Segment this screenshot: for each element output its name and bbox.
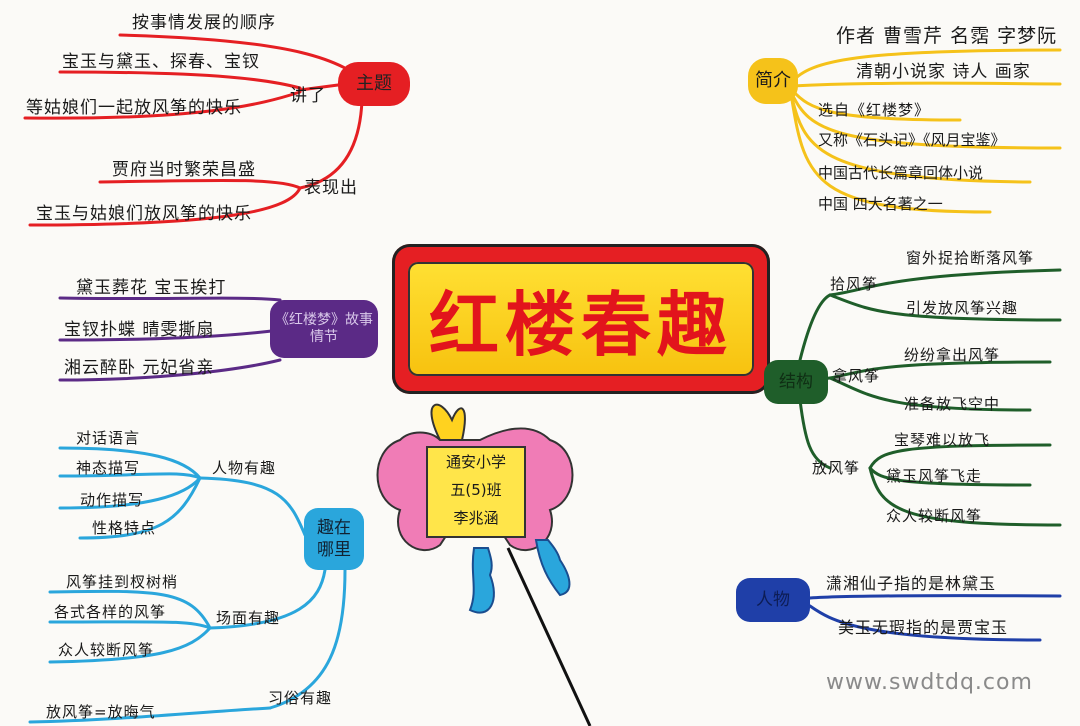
theme-branch-lines [23,33,372,227]
story-branch-lines [58,296,282,382]
fun-group-2-item-2: 各式各样的风筝 [54,603,167,621]
theme-jiang-label: 讲了 [290,86,326,106]
school-name: 通安小学 [445,453,506,471]
story-item-2: 宝钗扑蝶 晴雯撕扇 [64,320,215,340]
structure-group-2-label: 拿风筝 [832,367,881,385]
theme-biao-label: 表现出 [304,178,358,198]
structure-group-2-item-2: 准备放飞空中 [904,395,1001,413]
intro-item-4: 又称《石头记》《风月宝鉴》 [818,131,1006,149]
structure-group-1-item-2: 引发放风筝兴趣 [906,299,1019,317]
structure-group-3-label: 放风筝 [812,459,861,477]
theme-jiang-item-3: 等姑娘们一起放风筝的快乐 [26,98,242,118]
intro-node: 简介 [748,58,798,104]
theme-jiang-item-2: 宝玉与黛玉、探春、宝钗 [62,52,260,72]
people-item-1: 潇湘仙子指的是林黛玉 [826,574,997,593]
student-name: 李兆涵 [453,509,499,527]
fun-branch-lines [28,446,347,724]
intro-item-5: 中国古代长篇章回体小说 [818,164,984,182]
story-item-3: 湘云醉卧 元妃省亲 [64,358,215,378]
story-node: 《红楼梦》故事情节 [270,300,378,358]
intro-item-1: 作者 曹雪芹 名霑 字梦阮 [836,25,1058,47]
fun-group-1-item-4: 性格特点 [92,519,157,537]
intro-item-6: 中国 四大名著之一 [818,195,943,213]
title-banner: 红楼春趣 [408,262,754,376]
class-name: 五(5)班 [450,481,502,499]
story-item-1: 黛玉葬花 宝玉挨打 [76,278,227,298]
intro-item-2: 清朝小说家 诗人 画家 [856,62,1031,82]
fun-group-3-label: 习俗有趣 [268,689,333,707]
page-title: 红楼春趣 [429,282,733,366]
watermark-text: www.swdtdq.com [826,670,1033,695]
fun-group-1-label: 人物有趣 [212,459,277,477]
fun-group-2-item-3: 众人较断风筝 [58,641,155,659]
structure-group-3-item-1: 宝琴难以放飞 [894,431,991,449]
structure-node: 结构 [764,360,828,404]
structure-group-1-label: 拾风筝 [830,275,879,293]
structure-group-3-item-2: 黛玉风筝飞走 [886,467,983,485]
theme-biao-item-2: 宝玉与姑娘们放风筝的快乐 [36,204,252,224]
structure-group-3-item-3: 众人较断风筝 [886,507,983,525]
theme-node: 主题 [338,62,410,106]
structure-branch-lines [798,268,1062,527]
fun-node: 趣在哪里 [304,508,364,570]
theme-biao-item-1: 贾府当时繁荣昌盛 [112,160,256,180]
people-branch-lines [808,594,1062,642]
theme-jiang-item-1: 按事情发展的顺序 [132,13,276,33]
structure-group-1-item-1: 窗外捉拾断落风筝 [906,249,1035,267]
fun-group-2-item-1: 风筝挂到杈树梢 [66,573,179,591]
kite-name-card: 通安小学 五(5)班 李兆涵 [426,446,526,538]
people-item-2: 美玉无瑕指的是贾宝玉 [838,618,1009,637]
fun-group-2-label: 场面有趣 [216,609,281,627]
intro-branch-lines [790,48,1062,214]
fun-group-1-item-1: 对话语言 [76,429,141,447]
fun-group-3-item-1: 放风筝=放晦气 [46,703,156,721]
fun-group-1-item-3: 动作描写 [80,491,145,509]
people-node: 人物 [736,578,810,622]
intro-item-3: 选自《红楼梦》 [818,101,931,119]
fun-group-1-item-2: 神态描写 [76,459,141,477]
structure-group-2-item-1: 纷纷拿出风筝 [904,346,1001,364]
